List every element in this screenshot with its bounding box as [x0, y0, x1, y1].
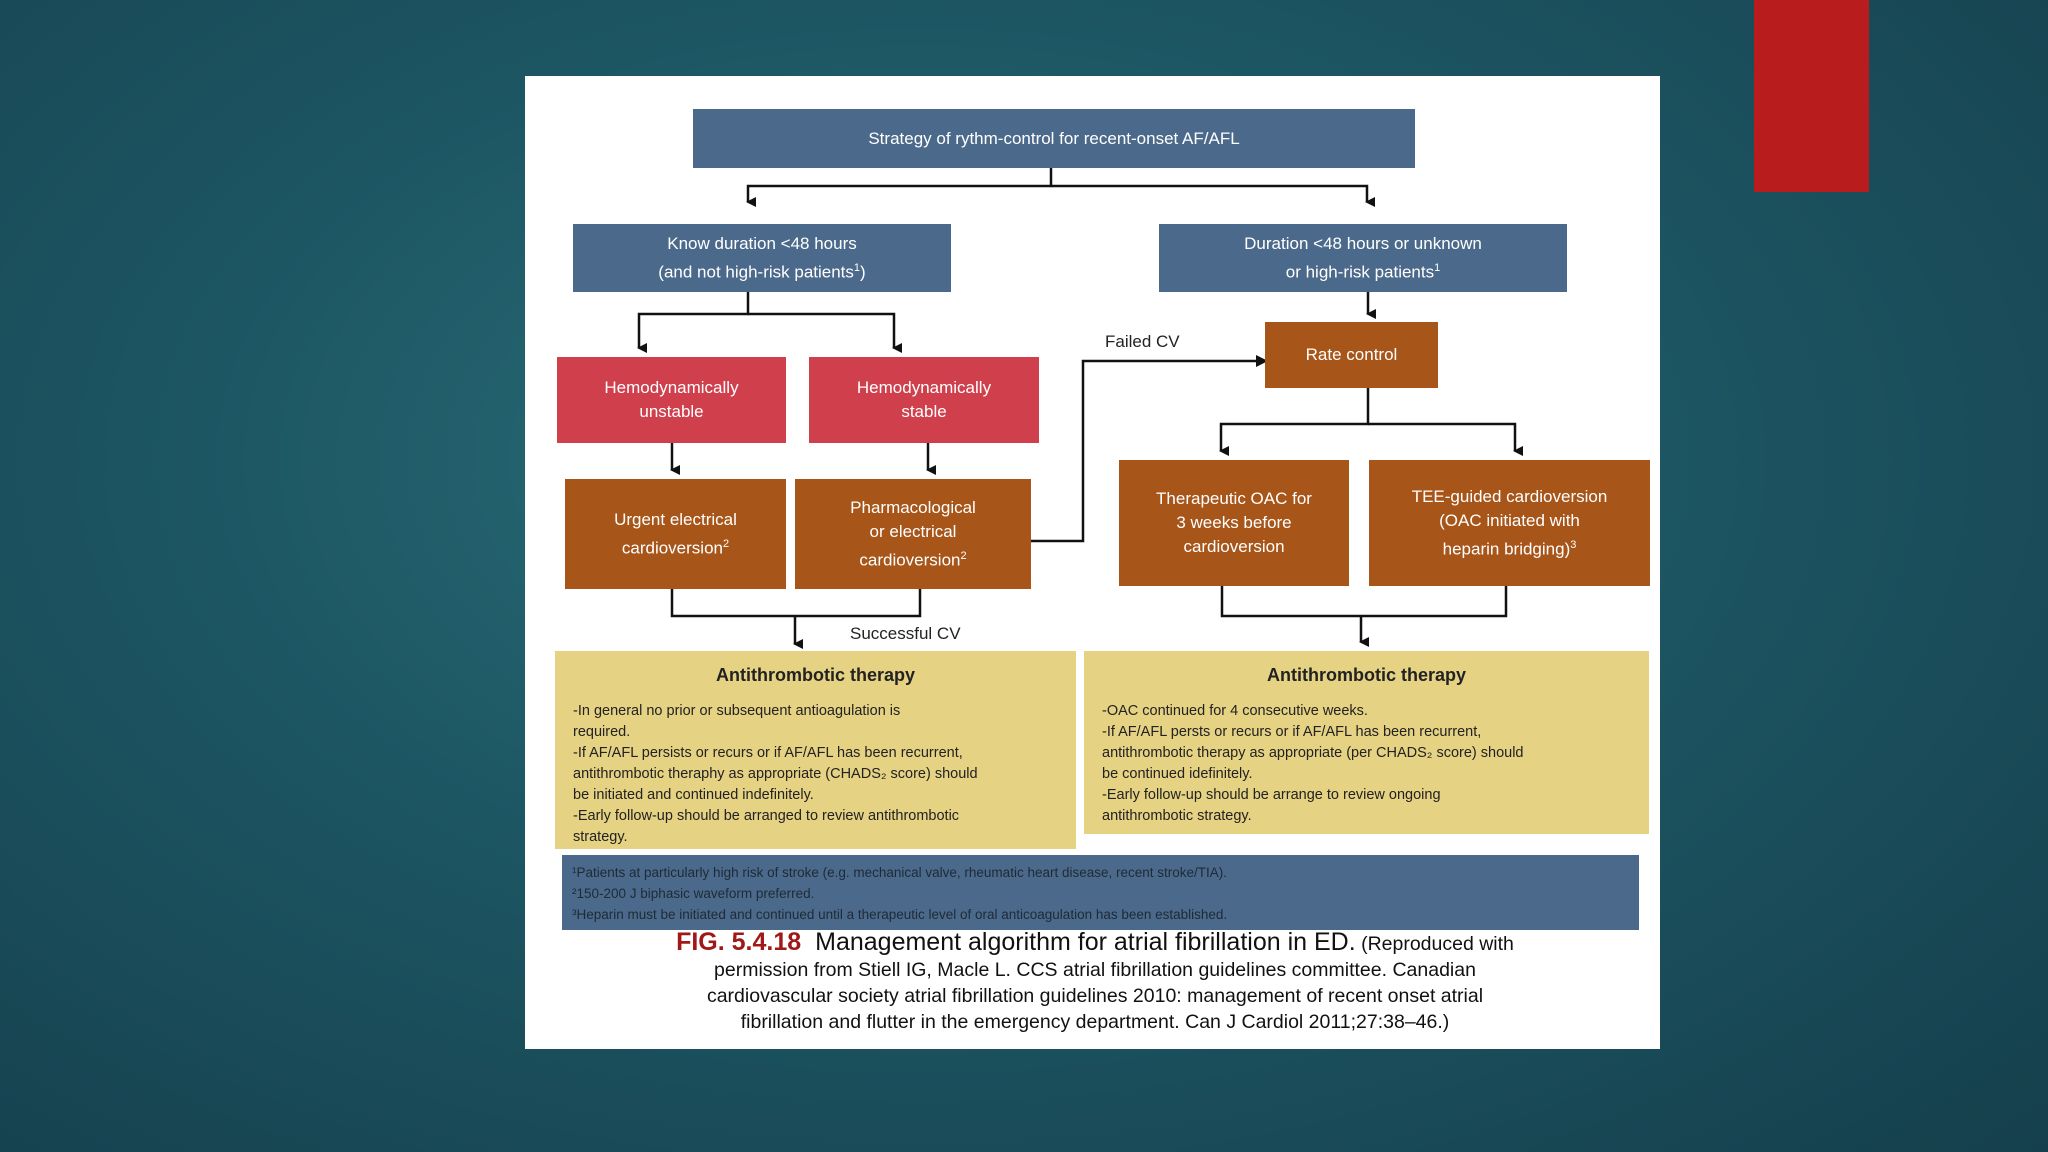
left-therapy-line: be initiated and continued indefinitely.: [573, 787, 814, 803]
stable-line2: stable: [901, 402, 947, 421]
footnote: ³Heparin must be initiated and continued…: [572, 907, 1228, 922]
pharm-line3-text: cardioversion: [859, 550, 961, 570]
right-therapy-line: -Early follow-up should be arrange to re…: [1102, 787, 1441, 803]
caption-title: Management algorithm for atrial fibrilla…: [815, 928, 1356, 956]
urgent-cardioversion-box: Urgent electrical cardioversion2: [565, 479, 786, 589]
known-duration-line1: Know duration <48 hours: [667, 233, 857, 253]
connector-rate-split: [1219, 387, 1370, 456]
connector-right-merge: [1220, 586, 1508, 642]
unstable-line1: Hemodynamically: [604, 378, 739, 397]
figure-panel: Strategy of rythm-control for recent-ons…: [525, 76, 1660, 1049]
urgent-line1: Urgent electrical: [614, 509, 737, 529]
failed-cv-label: Failed CV: [1105, 332, 1180, 351]
caption-line4: fibrillation and flutter in the emergenc…: [740, 1011, 1450, 1033]
left-therapy-line: strategy.: [573, 829, 628, 845]
right-therapy-line: be continued idefinitely.: [1102, 766, 1253, 782]
footnote: ²150-200 J biphasic waveform preferred.: [572, 886, 815, 901]
pharm-line2: or electrical: [869, 521, 957, 541]
left-therapy-line: antithrombotic theraphy as appropriate (…: [573, 766, 978, 782]
right-therapy-line: -If AF/AFL persts or recurs or if AF/AFL…: [1102, 724, 1482, 740]
unknown-duration-box: Duration <48 hours or unknown or high-ri…: [1159, 224, 1567, 292]
connector-rate-right: [1368, 422, 1523, 456]
tee-guided-cardioversion-box: TEE-guided cardioversion (OAC initiated …: [1369, 460, 1650, 586]
known-duration-box: Know duration <48 hours (and not high-ri…: [573, 224, 951, 292]
tee-sup: 3: [1570, 538, 1577, 551]
pharm-line1: Pharmacological: [850, 497, 976, 517]
left-therapy-title: Antithrombotic therapy: [715, 665, 915, 685]
left-therapy-line: -In general no prior or subsequent antio…: [573, 703, 901, 719]
figure-caption: FIG. 5.4.18 Management algorithm for atri…: [565, 929, 1625, 1035]
pharm-line3: cardioversion2: [859, 544, 966, 573]
unstable-line2: unstable: [639, 402, 704, 421]
tee-line3: heparin bridging)3: [1443, 533, 1577, 562]
rate-control-box: Rate control: [1265, 322, 1438, 388]
caption-fig-label: FIG. 5.4.18: [676, 928, 802, 956]
pharmacological-cardioversion-box: Pharmacological or electrical cardiovers…: [795, 479, 1031, 589]
successful-cv-label: Successful CV: [850, 624, 961, 643]
left-therapy-lines: -In general no prior or subsequent antio…: [573, 701, 978, 848]
tee-line2: (OAC initiated with: [1439, 510, 1580, 530]
known-duration-line2: (and not high-risk patients1): [658, 256, 865, 285]
caption-line1: FIG. 5.4.18 Management algorithm for atri…: [565, 929, 1625, 957]
unknown-duration-line2: or high-risk patients1: [1286, 256, 1440, 285]
stable-line1: Hemodynamically: [856, 378, 992, 397]
left-antithrombotic-box: Antithrombotic therapy -In general no pr…: [555, 651, 1076, 849]
right-therapy-line: -OAC continued for 4 consecutive weeks.: [1102, 703, 1368, 719]
known-duration-line2-text: (and not high-risk patients: [658, 262, 854, 282]
unknown-duration-line2-text: or high-risk patients: [1285, 262, 1435, 282]
rate-control-text: Rate control: [1305, 345, 1398, 364]
left-therapy-line: -If AF/AFL persists or recurs or if AF/A…: [573, 745, 963, 761]
footnote: ¹Patients at particularly high risk of s…: [572, 865, 1228, 880]
connector-successful-cv: [670, 589, 922, 644]
connector-left-right: [748, 312, 902, 353]
left-therapy-line: -Early follow-up should be arranged to r…: [573, 808, 960, 824]
unstable-box: Hemodynamically unstable: [557, 357, 786, 443]
strategy-text: Strategy of rythm-control for recent-ons…: [868, 128, 1240, 148]
oac-line1: Therapeutic OAC for: [1156, 489, 1312, 508]
tee-line3-text: heparin bridging): [1442, 539, 1571, 559]
caption-line1-rest: (Reproduced with: [1355, 933, 1514, 955]
red-accent-rectangle: [1754, 0, 1869, 192]
left-therapy-line: required.: [573, 724, 631, 740]
urgent-line2-text: cardioversion: [621, 538, 723, 558]
caption-line2: permission from Stiell IG, Macle L. CCS …: [714, 959, 1476, 981]
oac-line3: cardioversion: [1183, 537, 1285, 556]
therapeutic-oac-box: Therapeutic OAC for 3 weeks before cardi…: [1119, 460, 1349, 586]
unknown-duration-line1: Duration <48 hours or unknown: [1244, 233, 1482, 253]
connector-top-split: [746, 168, 1053, 207]
known-duration-sup: 1: [853, 261, 861, 274]
stable-box: Hemodynamically stable: [809, 357, 1039, 443]
footnotes-box: ¹Patients at particularly high risk of s…: [562, 855, 1639, 930]
right-therapy-title: Antithrombotic therapy: [1266, 665, 1466, 685]
strategy-box: Strategy of rythm-control for recent-ons…: [693, 109, 1415, 168]
caption-line3: cardiovascular society atrial fibrillati…: [706, 985, 1484, 1007]
connector-left-split: [637, 291, 750, 353]
urgent-sup: 2: [722, 537, 730, 550]
right-therapy-line: antithrombotic strategy.: [1102, 808, 1252, 824]
right-therapy-line: antithrombotic therapy as appropriate (p…: [1102, 745, 1524, 761]
connector-top-right: [1051, 184, 1375, 207]
urgent-line2: cardioversion2: [622, 532, 729, 561]
right-therapy-lines: -OAC continued for 4 consecutive weeks. …: [1102, 701, 1524, 827]
pharm-sup: 2: [960, 549, 967, 562]
connector-lines: [637, 168, 1523, 856]
tee-line1: TEE-guided cardioversion: [1411, 486, 1608, 506]
unknown-duration-sup: 1: [1434, 261, 1441, 274]
connector-failed-cv: [1030, 355, 1268, 543]
right-antithrombotic-box: Antithrombotic therapy -OAC continued fo…: [1084, 651, 1649, 834]
known-duration-tail: ): [860, 262, 866, 282]
oac-line2: 3 weeks before: [1176, 513, 1292, 532]
